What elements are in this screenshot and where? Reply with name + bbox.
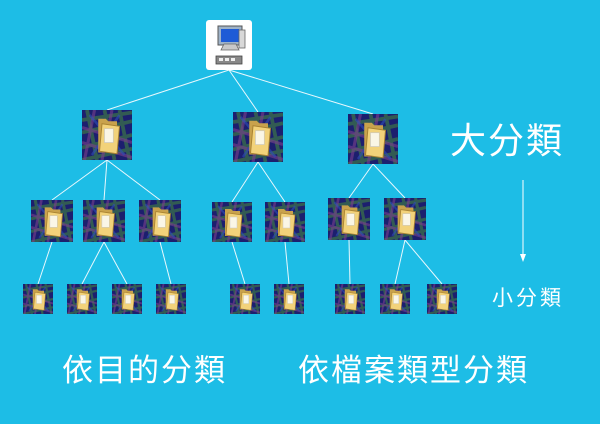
connector-line bbox=[284, 241, 290, 285]
major-category-label: 大分類 bbox=[450, 121, 565, 162]
minor-category-folder-icon bbox=[380, 284, 410, 314]
connector-line bbox=[404, 239, 443, 285]
connector-line bbox=[103, 159, 108, 201]
subcategory-folder-icon bbox=[212, 202, 252, 242]
minor-category-folder-icon bbox=[67, 284, 97, 314]
minor-category-folder-icon bbox=[427, 284, 457, 314]
subcategory-folder-icon bbox=[328, 198, 370, 240]
by-purpose-label: 依目的分類 bbox=[62, 353, 227, 389]
connector-line bbox=[394, 239, 406, 285]
connector-line bbox=[51, 159, 108, 201]
connector-line bbox=[37, 241, 53, 285]
major-category-folder-icon bbox=[82, 110, 132, 160]
major-category-folder-icon bbox=[348, 114, 398, 164]
connector-line bbox=[231, 161, 259, 203]
connector-line bbox=[106, 159, 161, 201]
subcategory-folder-icon bbox=[139, 200, 181, 242]
connector-line bbox=[348, 163, 374, 199]
connector-line bbox=[348, 239, 351, 285]
connector-line bbox=[231, 241, 246, 285]
connector-line bbox=[228, 69, 374, 115]
computer-icon bbox=[206, 20, 252, 70]
subcategory-folder-icon bbox=[83, 200, 125, 242]
minor-category-folder-icon bbox=[274, 284, 304, 314]
subcategory-folder-icon bbox=[384, 198, 426, 240]
connector-line bbox=[372, 163, 406, 199]
by-file-type-label: 依檔案類型分類 bbox=[298, 353, 529, 389]
subcategory-folder-icon bbox=[265, 202, 305, 242]
connector-line bbox=[228, 69, 259, 113]
connector-line bbox=[106, 69, 230, 111]
connector-line bbox=[159, 241, 172, 285]
minor-category-folder-icon bbox=[335, 284, 365, 314]
minor-category-folder-icon bbox=[156, 284, 186, 314]
subcategory-folder-icon bbox=[31, 200, 73, 242]
minor-category-folder-icon bbox=[23, 284, 53, 314]
connector-line bbox=[81, 241, 105, 285]
minor-category-folder-icon bbox=[230, 284, 260, 314]
minor-category-label: 小分類 bbox=[492, 286, 564, 310]
connector-line bbox=[103, 241, 128, 285]
major-category-folder-icon bbox=[233, 112, 283, 162]
minor-category-folder-icon bbox=[112, 284, 142, 314]
down-arrow-icon bbox=[520, 180, 526, 262]
connector-line bbox=[257, 161, 286, 203]
